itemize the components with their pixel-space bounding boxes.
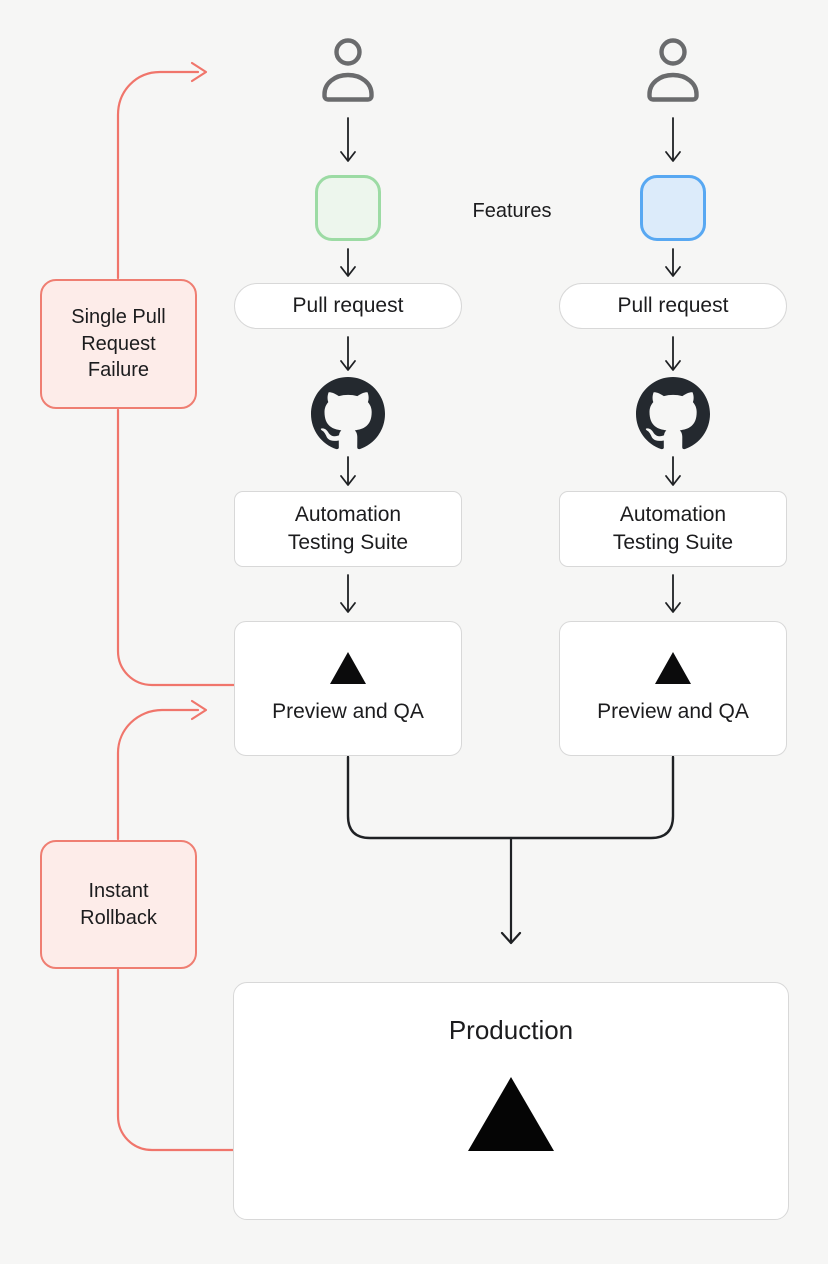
person-icon bbox=[320, 38, 376, 109]
feature-branch-swatch-blue bbox=[640, 175, 706, 241]
production-label: Production bbox=[448, 1015, 574, 1045]
automation-testing-node: Automation Testing Suite bbox=[234, 491, 462, 567]
features-label: Features bbox=[472, 200, 552, 222]
pull-request-label: Pull request bbox=[617, 294, 729, 318]
person-icon bbox=[645, 38, 701, 109]
pull-request-label: Pull request bbox=[292, 294, 404, 318]
pull-request-node: Pull request bbox=[559, 283, 787, 329]
red-path-failure-top bbox=[116, 70, 200, 280]
vercel-triangle-icon bbox=[330, 651, 366, 684]
automation-testing-node: Automation Testing Suite bbox=[559, 491, 787, 567]
vercel-triangle-icon bbox=[468, 1077, 554, 1152]
merge-path bbox=[346, 755, 675, 840]
preview-qa-node: Preview and QA bbox=[234, 621, 462, 756]
red-arrowhead-top bbox=[190, 61, 208, 83]
production-node: Production bbox=[233, 982, 789, 1220]
preview-qa-node: Preview and QA bbox=[559, 621, 787, 756]
github-icon bbox=[311, 377, 385, 456]
red-path-rollback-to-production bbox=[116, 968, 235, 1152]
pull-request-node: Pull request bbox=[234, 283, 462, 329]
red-connectors bbox=[116, 61, 236, 1152]
annotation-instant-rollback: Instant Rollback bbox=[40, 840, 197, 969]
github-icon bbox=[636, 377, 710, 456]
preview-qa-label: Preview and QA bbox=[597, 699, 749, 723]
preview-qa-label: Preview and QA bbox=[272, 699, 424, 723]
annotation-single-pull-failure: Single Pull Request Failure bbox=[40, 279, 197, 409]
vercel-triangle-icon bbox=[655, 651, 691, 684]
feature-branch-swatch-green bbox=[315, 175, 381, 241]
red-path-failure-to-preview bbox=[116, 408, 236, 687]
red-path-rollback-top bbox=[116, 708, 200, 841]
merge-connector bbox=[346, 755, 675, 945]
red-arrowhead-rollback bbox=[190, 699, 208, 721]
